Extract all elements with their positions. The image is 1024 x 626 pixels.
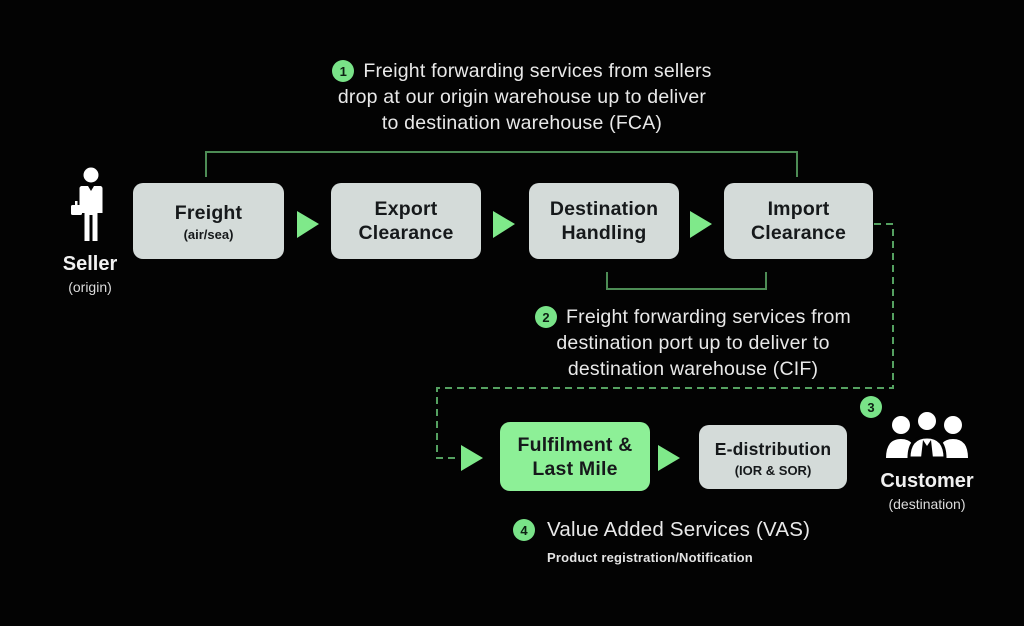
annotation-step2-line3: destination warehouse (CIF) [567, 358, 819, 380]
flow-arrow-handling-import [690, 211, 712, 238]
destination-handling-title-line1: Destination [549, 198, 659, 220]
annotation-step4-title: Value Added Services (VAS) [547, 518, 811, 541]
process-box-destination-handling: Destination Handling [529, 183, 679, 259]
businessman-icon [69, 167, 111, 248]
import-clearance-title-line2: Clearance [750, 222, 847, 244]
process-box-export-clearance: Export Clearance [331, 183, 481, 259]
fulfilment-title-line2: Last Mile [532, 457, 618, 480]
annotation-step1-line1: Freight forwarding services from sellers [363, 60, 712, 82]
customer-label: Customer [880, 470, 974, 492]
process-box-freight: Freight (air/sea) [133, 183, 284, 259]
process-box-fulfilment-last-mile: Fulfilment & Last Mile [500, 422, 650, 491]
step1-number-badge: 1 [332, 60, 355, 82]
process-box-import-clearance: Import Clearance [724, 183, 873, 259]
fulfilment-title-line1: Fulfilment & [517, 433, 633, 456]
step2-number-badge: 2 [535, 306, 558, 328]
seller-sublabel: (origin) [68, 279, 112, 295]
freight-title: Freight [174, 201, 243, 224]
destination-handling-title-line2: Handling [561, 222, 647, 244]
export-clearance-title-line1: Export [374, 198, 438, 220]
flow-arrow-export-handling [493, 211, 515, 238]
customer-actor: 3 Customer (destination) [860, 396, 988, 513]
flow-arrow-fulfilment-edistribution [658, 445, 680, 471]
annotation-step1-line2: drop at our origin warehouse up to deliv… [337, 86, 707, 108]
e-distribution-subtitle: (IOR & SOR) [734, 462, 812, 478]
customer-sublabel: (destination) [888, 496, 966, 512]
handling-import-bracket-line [606, 272, 767, 290]
flow-arrow-into-fulfilment [461, 445, 483, 471]
seller-label: Seller [62, 253, 118, 275]
export-clearance-title-line2: Clearance [358, 222, 454, 244]
e-distribution-title: E-distribution [714, 438, 832, 459]
annotation-step2-line1: Freight forwarding services from [566, 306, 851, 328]
flow-arrow-freight-export [297, 211, 319, 238]
step4-number-badge: 4 [513, 519, 535, 541]
seller-actor: Seller (origin) [38, 167, 142, 296]
fca-bracket-line [205, 151, 798, 177]
annotation-step1: 1 Freight forwarding services from selle… [262, 58, 782, 136]
import-clearance-title-line1: Import [767, 198, 830, 220]
freight-subtitle: (air/sea) [183, 226, 234, 242]
annotation-step2-line2: destination port up to deliver to [556, 332, 830, 354]
annotation-step2: 2 Freight forwarding services from desti… [453, 304, 933, 382]
step3-number-badge: 3 [860, 396, 882, 418]
annotation-step4-subtitle: Product registration/Notification [547, 550, 753, 565]
process-box-e-distribution: E-distribution (IOR & SOR) [699, 425, 847, 489]
annotation-step4: 4 Value Added Services (VAS) Product reg… [513, 519, 810, 565]
customer-group-icon [885, 409, 969, 465]
annotation-step1-line3: to destination warehouse (FCA) [381, 112, 663, 134]
